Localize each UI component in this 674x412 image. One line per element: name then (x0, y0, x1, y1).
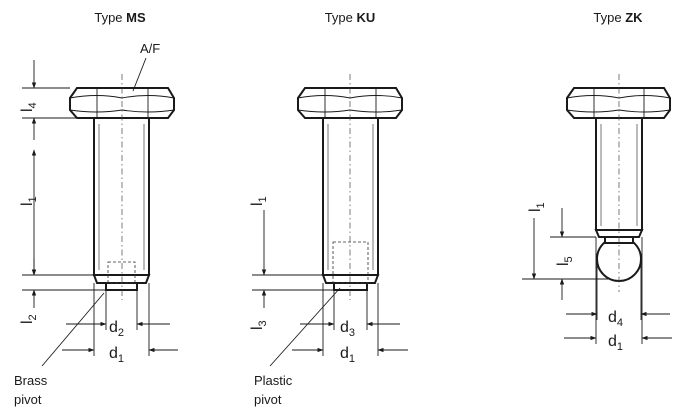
ms-l1-label: l1 (19, 196, 39, 206)
ku-d3-label: d3 (340, 319, 355, 339)
type-zk-title: Type ZK (593, 10, 643, 25)
ms-d2-label: d2 (109, 319, 124, 339)
ku-d1-label: d1 (340, 345, 355, 365)
zk-l5-label: l5 (555, 256, 575, 266)
zk-l1-label: l1 (527, 202, 547, 212)
ms-l2-label: l2 (19, 314, 39, 324)
view-type-ku: Type KU l1 l3 d3 d1 Plasti (249, 10, 408, 407)
type-ms-title: Type MS (94, 10, 146, 25)
zk-d1-label: d1 (608, 333, 623, 353)
ms-d1-label: d1 (109, 345, 124, 365)
ku-threaded-shank (322, 117, 379, 276)
ms-pivot-note-line2: pivot (14, 392, 42, 407)
view-type-zk: Type ZK l1 l5 d4 d1 (522, 10, 672, 353)
ku-pivot-note-line2: pivot (254, 392, 282, 407)
ms-pivot-note-line1: Brass (14, 373, 48, 388)
ms-af-label: A/F (140, 41, 160, 56)
zk-d4-label: d4 (608, 309, 623, 329)
zk-hex-head (566, 87, 671, 119)
ku-plastic-pivot (333, 282, 368, 291)
ms-brass-pivot (105, 282, 138, 291)
ms-threaded-shank (93, 117, 150, 276)
type-ku-title: Type KU (325, 10, 376, 25)
ku-pivot-note-line1: Plastic (254, 373, 293, 388)
ku-l3-label: l3 (249, 320, 269, 330)
view-type-ms: Type MS A/F l4 l1 l2 (14, 10, 178, 407)
ku-l1-label: l1 (249, 196, 269, 206)
ms-l4-label: l4 (19, 102, 39, 112)
